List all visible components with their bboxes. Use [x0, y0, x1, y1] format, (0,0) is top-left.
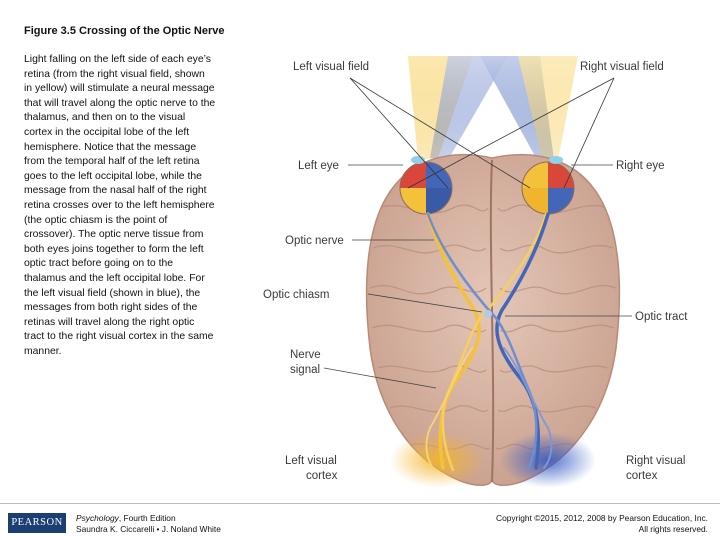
blue-pathway: [503, 347, 553, 469]
book-title: Psychology: [76, 513, 119, 523]
label-optic-chiasm: Optic chiasm: [263, 289, 329, 301]
yellow-field-beam-right: [518, 56, 578, 160]
label-optic-tract: Optic tract: [635, 311, 688, 323]
label-left-visual-cortex-line2: cortex: [306, 470, 338, 482]
caption-line: retina (from the right visual field, sho…: [24, 68, 205, 80]
visual-field-beams: [408, 56, 578, 160]
left-eye: [399, 156, 453, 215]
label-left-visual-field: Left visual field: [293, 61, 369, 73]
caption-line: retina crosses over to the left hemisphe…: [24, 199, 215, 211]
leader-lines: [323, 164, 632, 389]
blue-field-beam: [430, 56, 508, 160]
label-right-visual-cortex-line1: Right visual: [626, 455, 685, 467]
caption-line: in yellow) will stimulate a neural messa…: [24, 83, 215, 95]
brain-gyri: [369, 204, 617, 450]
caption-line: goes to the left occipital lobe, while t…: [24, 170, 202, 182]
right-eye: [521, 156, 575, 215]
yellow-pathway: [441, 212, 548, 472]
optic-chiasm-point: [484, 310, 492, 318]
caption-line: Light falling on the left side of each e…: [24, 54, 211, 65]
blue-pathway: [426, 212, 538, 472]
caption-line: both eyes joins together to form the lef…: [24, 243, 204, 255]
caption-line: tract to the right visual cortex in the …: [24, 331, 214, 343]
caption-line: from the temporal half of the left retin…: [24, 156, 200, 168]
copyright-notice: Copyright ©2015, 2012, 2008 by Pearson E…: [496, 513, 708, 535]
caption-line: thalamus and the left occipital lobe. Fo…: [24, 272, 205, 284]
longitudinal-fissure: [489, 159, 495, 483]
label-left-visual-cortex-line1: Left visual: [285, 455, 337, 467]
label-right-visual-cortex-line2: cortex: [626, 470, 658, 482]
caption-line: manner.: [24, 345, 62, 357]
caption-line: message from the nasal half of the right: [24, 185, 207, 197]
label-left-eye: Left eye: [298, 160, 339, 172]
caption-line: hemisphere. Notice that the message: [24, 141, 197, 153]
copyright-line-1: Copyright ©2015, 2012, 2008 by Pearson E…: [496, 513, 708, 523]
caption-line: cortex in the occipital lobe of the left: [24, 126, 190, 138]
caption-line: that will travel along the optic nerve t…: [24, 97, 216, 109]
caption-line: messages from both right sides of the: [24, 302, 198, 314]
book-edition: , Fourth Edition: [118, 513, 176, 523]
book-citation: Psychology, Fourth Edition Saundra K. Ci…: [76, 513, 221, 535]
label-optic-nerve: Optic nerve: [285, 235, 344, 247]
caption-line: optic tract before going on to the: [24, 258, 174, 270]
footer-divider: [0, 503, 720, 504]
caption-line: (the optic chiasm is the point of: [24, 214, 168, 226]
caption-line: thalamus, and then on to the visual: [24, 112, 186, 124]
yellow-pathway: [425, 347, 473, 469]
optic-nerve-diagram: Left visual field Right visual field Lef…: [263, 56, 688, 488]
caption-line: retinas will travel along the right opti…: [24, 316, 195, 328]
label-right-eye: Right eye: [616, 160, 665, 172]
visual-field-rays: [349, 77, 615, 189]
brain: [365, 153, 621, 488]
label-right-visual-field: Right visual field: [580, 61, 664, 73]
caption-line: crossover). The optic nerve tissue from: [24, 229, 204, 241]
copyright-line-2: All rights reserved.: [638, 524, 708, 534]
figure-title: Figure 3.5 Crossing of the Optic Nerve: [24, 25, 225, 37]
figure-caption: Light falling on the left side of each e…: [24, 53, 256, 359]
book-authors: Saundra K. Ciccarelli • J. Noland White: [76, 524, 221, 534]
label-nerve-signal-line2: signal: [290, 364, 320, 376]
left-visual-cortex-area: [390, 432, 486, 488]
optic-pathways: [425, 212, 553, 472]
pearson-logo: PEARSON: [8, 513, 66, 533]
label-nerve-signal-line1: Nerve: [290, 349, 321, 361]
caption-line: the left visual field (shown in blue), t…: [24, 287, 201, 299]
